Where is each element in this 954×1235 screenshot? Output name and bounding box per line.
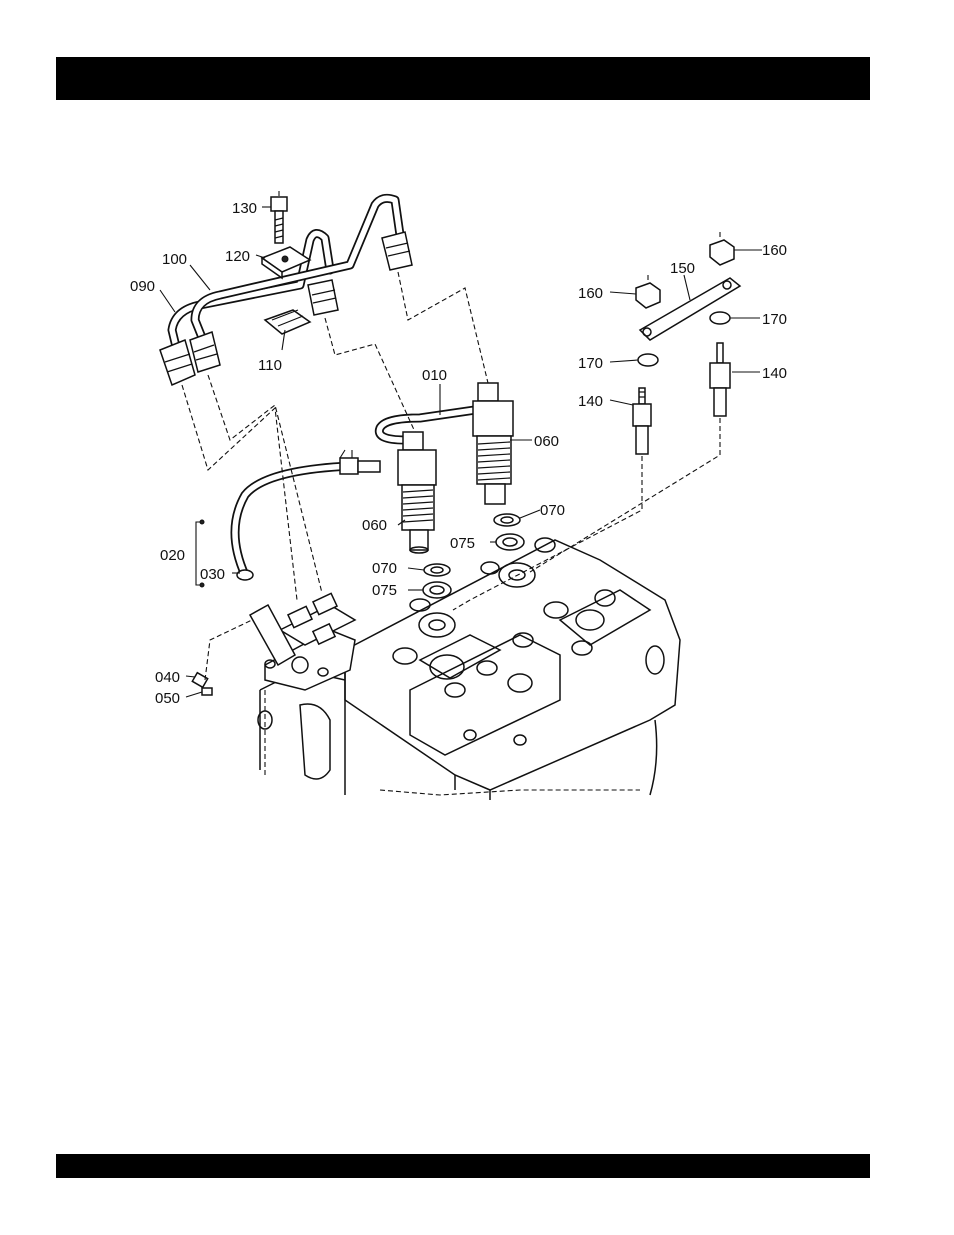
label-160-left: 160 xyxy=(578,285,603,302)
label-030: 030 xyxy=(200,566,225,583)
label-050: 050 xyxy=(155,690,180,707)
leader-lines xyxy=(160,207,762,697)
leak-off-pipe xyxy=(379,410,475,440)
injection-pipes xyxy=(160,198,412,385)
label-140-left: 140 xyxy=(578,393,603,410)
label-040: 040 xyxy=(155,669,180,686)
label-140-right: 140 xyxy=(762,365,787,382)
label-100: 100 xyxy=(162,251,187,268)
label-075-right: 075 xyxy=(450,535,475,552)
label-120: 120 xyxy=(225,248,250,265)
label-170-left: 170 xyxy=(578,355,603,372)
label-090: 090 xyxy=(130,278,155,295)
label-130: 130 xyxy=(232,200,257,217)
label-070-right: 070 xyxy=(540,502,565,519)
label-110: 110 xyxy=(258,357,282,374)
label-070-left: 070 xyxy=(372,560,397,577)
glow-plug-left xyxy=(633,388,651,454)
injector-left xyxy=(398,432,436,553)
label-020: 020 xyxy=(160,547,185,564)
label-060-left: 060 xyxy=(362,517,387,534)
label-010: 010 xyxy=(422,367,447,384)
label-060-right: 060 xyxy=(534,433,559,450)
banjo-bolt xyxy=(192,673,212,695)
label-150: 150 xyxy=(670,260,695,277)
glow-plug-connector xyxy=(636,240,740,366)
injector-right xyxy=(473,383,513,504)
injection-pump xyxy=(250,593,355,690)
label-170-right: 170 xyxy=(762,311,787,328)
label-160-right: 160 xyxy=(762,242,787,259)
label-075-left: 075 xyxy=(372,582,397,599)
glow-plug-right xyxy=(710,343,730,416)
